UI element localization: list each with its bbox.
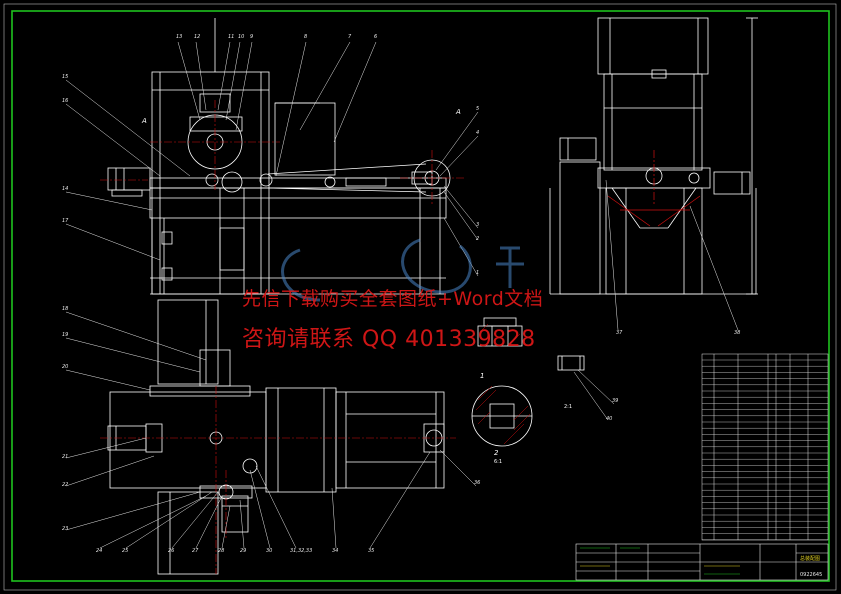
parts-list-rows: [702, 359, 828, 540]
detail-1-ratio: 6:1: [494, 459, 502, 465]
callout-number: 3: [476, 222, 479, 228]
title-block-colored-cells: [580, 547, 740, 575]
title-block-name: 总装配图: [800, 555, 820, 562]
callout-number: 31,32,33: [290, 548, 312, 554]
detail-1-label: 1: [480, 372, 484, 380]
callout-number: 14: [62, 186, 68, 192]
callout-number: 26: [168, 548, 174, 554]
callout-number: 21: [62, 454, 68, 460]
callout-number: 16: [62, 98, 68, 104]
callout-number: 40: [606, 416, 612, 422]
title-block: [575, 543, 829, 581]
section-a-label-left: A: [141, 117, 147, 125]
detail-views: [471, 317, 585, 447]
callout-number: 2: [476, 236, 479, 242]
section-a-label-right: A: [455, 108, 461, 116]
detail-hatching: [475, 323, 531, 445]
callout-number: 18: [62, 306, 68, 312]
leader-lines: [65, 41, 739, 549]
callout-number: 37: [616, 330, 623, 336]
callout-number: 4: [476, 130, 479, 136]
callout-number: 20: [62, 364, 68, 370]
callout-number: 36: [474, 480, 480, 486]
callout-number: 23: [62, 526, 68, 532]
drawing-frame-outer: [3, 3, 837, 591]
callout-number: 27: [192, 548, 199, 554]
drawing-frame: [11, 10, 830, 582]
watermark-logo: [281, 238, 524, 302]
title-block-number: 0922645: [800, 572, 822, 578]
plan-view: [107, 299, 445, 575]
front-view: [107, 18, 451, 295]
callout-number: 24: [96, 548, 102, 554]
detail-2-label: 2: [494, 449, 499, 457]
callout-number: 38: [734, 330, 740, 336]
callout-number: 34: [332, 548, 338, 554]
callout-number: 1: [476, 270, 479, 276]
detail-2-ratio: 2:1: [564, 404, 572, 410]
watermark-line-1: 先信下载购买全套图纸+Word文档: [242, 288, 544, 310]
callout-number: 39: [612, 398, 618, 404]
callout-number: 11: [228, 34, 234, 40]
callout-number: 22: [62, 482, 68, 488]
callout-number: 8: [304, 34, 307, 40]
callout-number: 12: [194, 34, 200, 40]
callout-number: 6: [374, 34, 377, 40]
callout-number: 9: [250, 34, 253, 40]
callout-number: 29: [240, 548, 246, 554]
callout-number: 7: [348, 34, 352, 40]
watermark-line-2: 咨询请联系 QQ 401339828: [242, 327, 536, 352]
callout-number: 28: [218, 548, 224, 554]
callout-number: 10: [238, 34, 244, 40]
callout-number: 25: [122, 548, 128, 554]
side-view-braces-red: [607, 150, 701, 227]
front-view-centerlines: [100, 100, 464, 206]
callout-number: 15: [62, 74, 68, 80]
parts-list: [701, 353, 829, 541]
callout-number: 30: [266, 548, 272, 554]
callout-number: 35: [368, 548, 374, 554]
callout-number: 17: [62, 218, 69, 224]
callout-number: 13: [176, 34, 182, 40]
callout-number: 19: [62, 332, 68, 338]
callout-number: 5: [476, 106, 479, 112]
